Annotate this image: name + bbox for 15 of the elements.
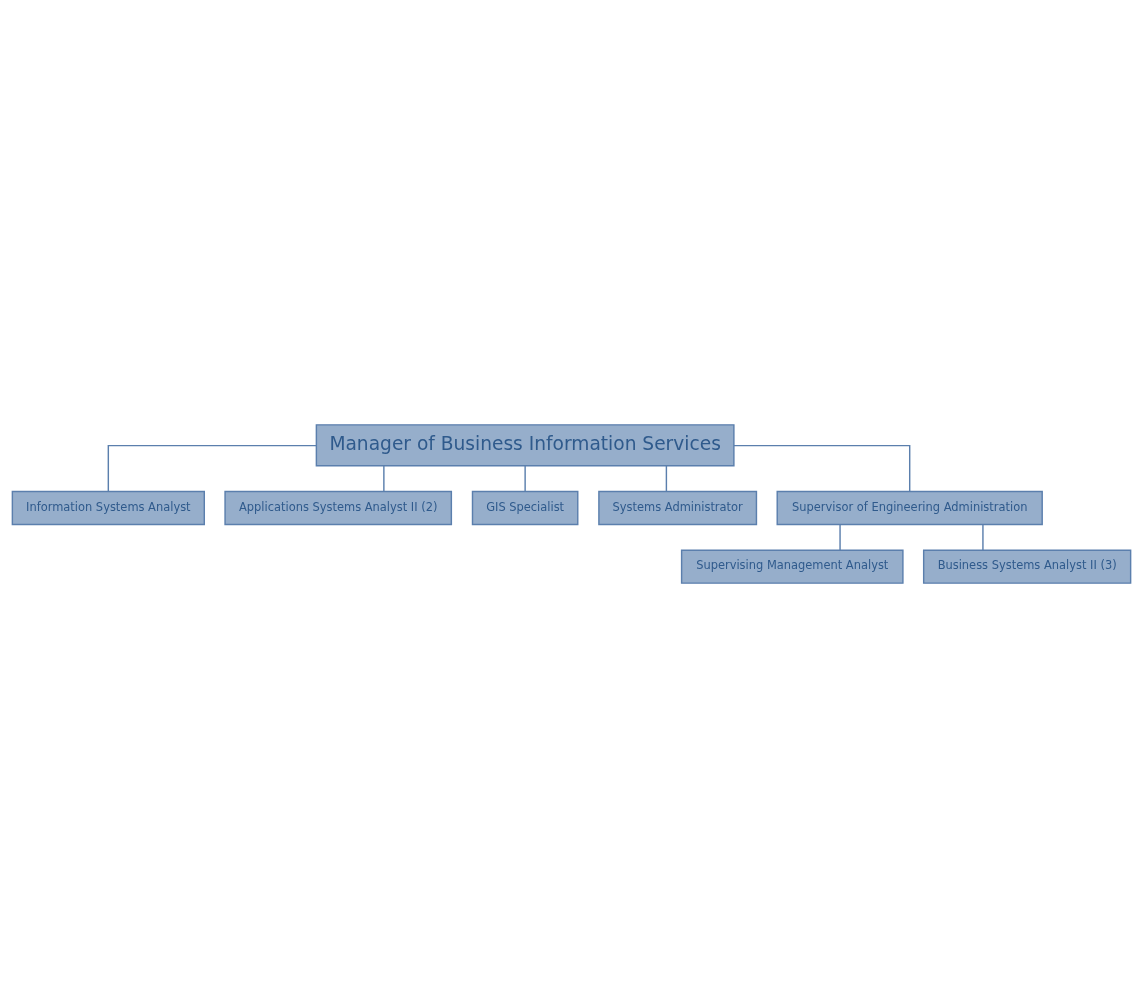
node-box: Systems Administrator [598,490,758,525]
node-box: GIS Specialist [471,490,579,525]
connector [839,523,841,551]
node-box: Supervising Management Analyst [680,548,904,584]
node-box: Manager of Business Information Services [315,423,735,466]
node-box: Business Systems Analyst II (3) [922,548,1132,584]
connector [524,464,526,492]
connector [982,523,984,551]
node-box: Information Systems Analyst [11,490,205,525]
connector [665,464,668,492]
connector [383,464,385,492]
connector [107,444,317,492]
connector [733,444,911,492]
node-box: Supervisor of Engineering Administration [776,490,1043,525]
node-box: Applications Systems Analyst II (2) [224,490,453,525]
